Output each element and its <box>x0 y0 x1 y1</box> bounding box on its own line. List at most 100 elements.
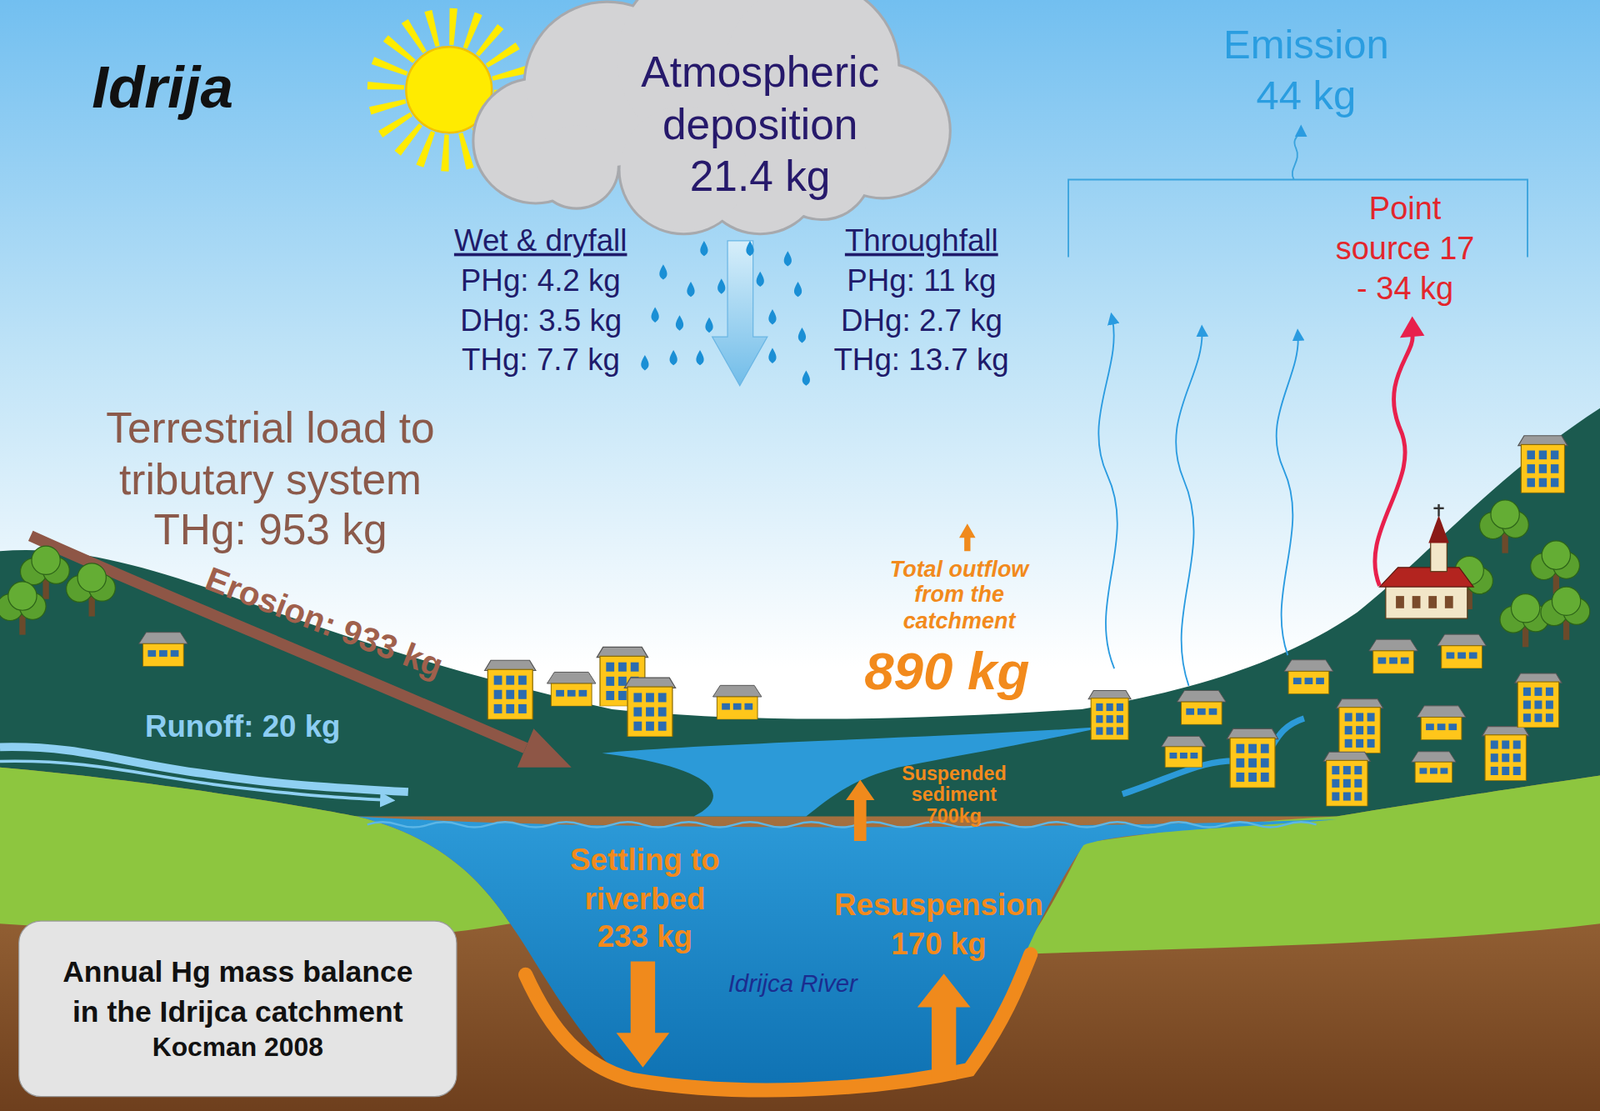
runoff-stream <box>0 746 409 792</box>
cloud-lobe <box>535 125 618 208</box>
emission-flows <box>1175 330 1202 686</box>
manor <box>1518 435 1568 494</box>
house <box>1437 634 1486 669</box>
apartment <box>624 677 675 737</box>
emission-flows <box>1098 318 1117 669</box>
flux-label: PHg: 4.2 kg <box>460 262 621 300</box>
flux-label: THg: 13.7 kg <box>833 341 1009 379</box>
house <box>1411 751 1456 783</box>
flux-label: Runoff: 20 kg <box>145 708 341 745</box>
apartment <box>1515 673 1562 728</box>
apartment <box>1323 751 1370 806</box>
outflow-arrow <box>959 523 976 551</box>
house <box>1369 639 1418 674</box>
house <box>712 685 761 720</box>
tree <box>1530 540 1580 595</box>
apartment <box>1226 728 1278 788</box>
deposition-arrow <box>712 240 768 386</box>
flux-label: 890 kg <box>864 639 1030 703</box>
flux-label: THg: 7.7 kg <box>461 341 620 379</box>
settling-arrow <box>616 960 670 1067</box>
diagram-title: Idrija <box>91 53 234 122</box>
church <box>1428 595 1437 609</box>
suspended-arrow <box>845 780 875 841</box>
rain-drops <box>705 317 713 333</box>
rain-drops <box>650 307 659 323</box>
flux-label: Idrijca River <box>728 969 858 999</box>
flux-label: Emission 44 kg <box>1223 18 1390 120</box>
erosion-arrowhead <box>517 728 572 768</box>
emission-flows <box>1292 130 1301 180</box>
church <box>1385 583 1468 619</box>
flux-label: DHg: 2.7 kg <box>840 301 1003 339</box>
flux-label: Terrestrial load to tributary system THg… <box>105 403 437 555</box>
rain-drops <box>802 370 810 385</box>
left-meadow <box>0 767 510 940</box>
rain <box>640 240 810 386</box>
rain-drops <box>768 309 776 325</box>
church <box>1412 595 1421 609</box>
cloud-text: Atmospheric deposition <box>640 45 880 150</box>
right-meadow <box>1020 775 1600 955</box>
house <box>1177 690 1226 725</box>
rain-drops <box>670 350 678 365</box>
emission-flows <box>1276 335 1299 655</box>
rain-drops <box>700 240 708 256</box>
rain-drops <box>640 240 810 386</box>
rain-drops <box>756 271 765 287</box>
church <box>1445 595 1454 609</box>
flux-label: DHg: 3.5 kg <box>460 301 622 339</box>
emission-flows <box>1068 130 1528 686</box>
apartment <box>1482 726 1530 781</box>
church <box>1433 507 1444 510</box>
riverbed-sediment <box>525 954 1031 1090</box>
point-source-arrowhead <box>1400 316 1425 339</box>
rain-drops <box>686 281 695 297</box>
house <box>1161 735 1206 767</box>
apartment <box>485 660 536 720</box>
rain-drops <box>745 240 754 256</box>
flux-label: Throughfall <box>845 222 999 260</box>
church <box>1430 540 1448 572</box>
apartment <box>1088 690 1131 740</box>
flux-label: PHg: 11 kg <box>846 262 996 300</box>
runoff-stream <box>0 760 388 800</box>
church <box>1437 504 1440 517</box>
flux-label: Settling to riverbed 233 kg <box>569 840 721 956</box>
note-text: Annual Hg mass balance in the Idrijca ca… <box>60 952 415 1031</box>
resuspension-arrow <box>917 973 971 1080</box>
flux-label: Point source 17 - 34 kg <box>1334 190 1476 309</box>
erosion-arrow <box>30 535 526 749</box>
rain-drops <box>659 264 667 280</box>
rain-drops <box>695 350 704 365</box>
tree <box>66 563 116 617</box>
church <box>1395 595 1405 609</box>
tree <box>1480 500 1530 554</box>
house <box>546 671 595 706</box>
rain-drops <box>717 278 725 294</box>
rain-drops <box>675 315 684 330</box>
rain-drops <box>640 355 649 370</box>
cloud-lobe <box>535 125 618 208</box>
tree <box>1540 586 1590 640</box>
house <box>1284 660 1333 695</box>
tributary-stream <box>1122 718 1305 795</box>
water-surface <box>367 821 1317 827</box>
point-source-arrow <box>1375 335 1413 586</box>
apartment <box>1336 699 1384 754</box>
church <box>1380 504 1475 619</box>
house <box>139 632 188 667</box>
rain-drops <box>794 281 802 297</box>
flux-label: Suspended sediment 700kg <box>901 763 1007 828</box>
house <box>1416 705 1465 740</box>
river-basin <box>357 816 1338 1085</box>
rain-drops <box>768 348 776 364</box>
tree <box>0 581 46 635</box>
rain-drops <box>784 250 792 266</box>
church <box>1428 515 1449 543</box>
flux-label: Resuspension 170 kg <box>833 885 1044 963</box>
note-box: Annual Hg mass balance in the Idrijca ca… <box>18 920 458 1097</box>
flux-label: Erosion: 933 kg <box>200 558 449 686</box>
